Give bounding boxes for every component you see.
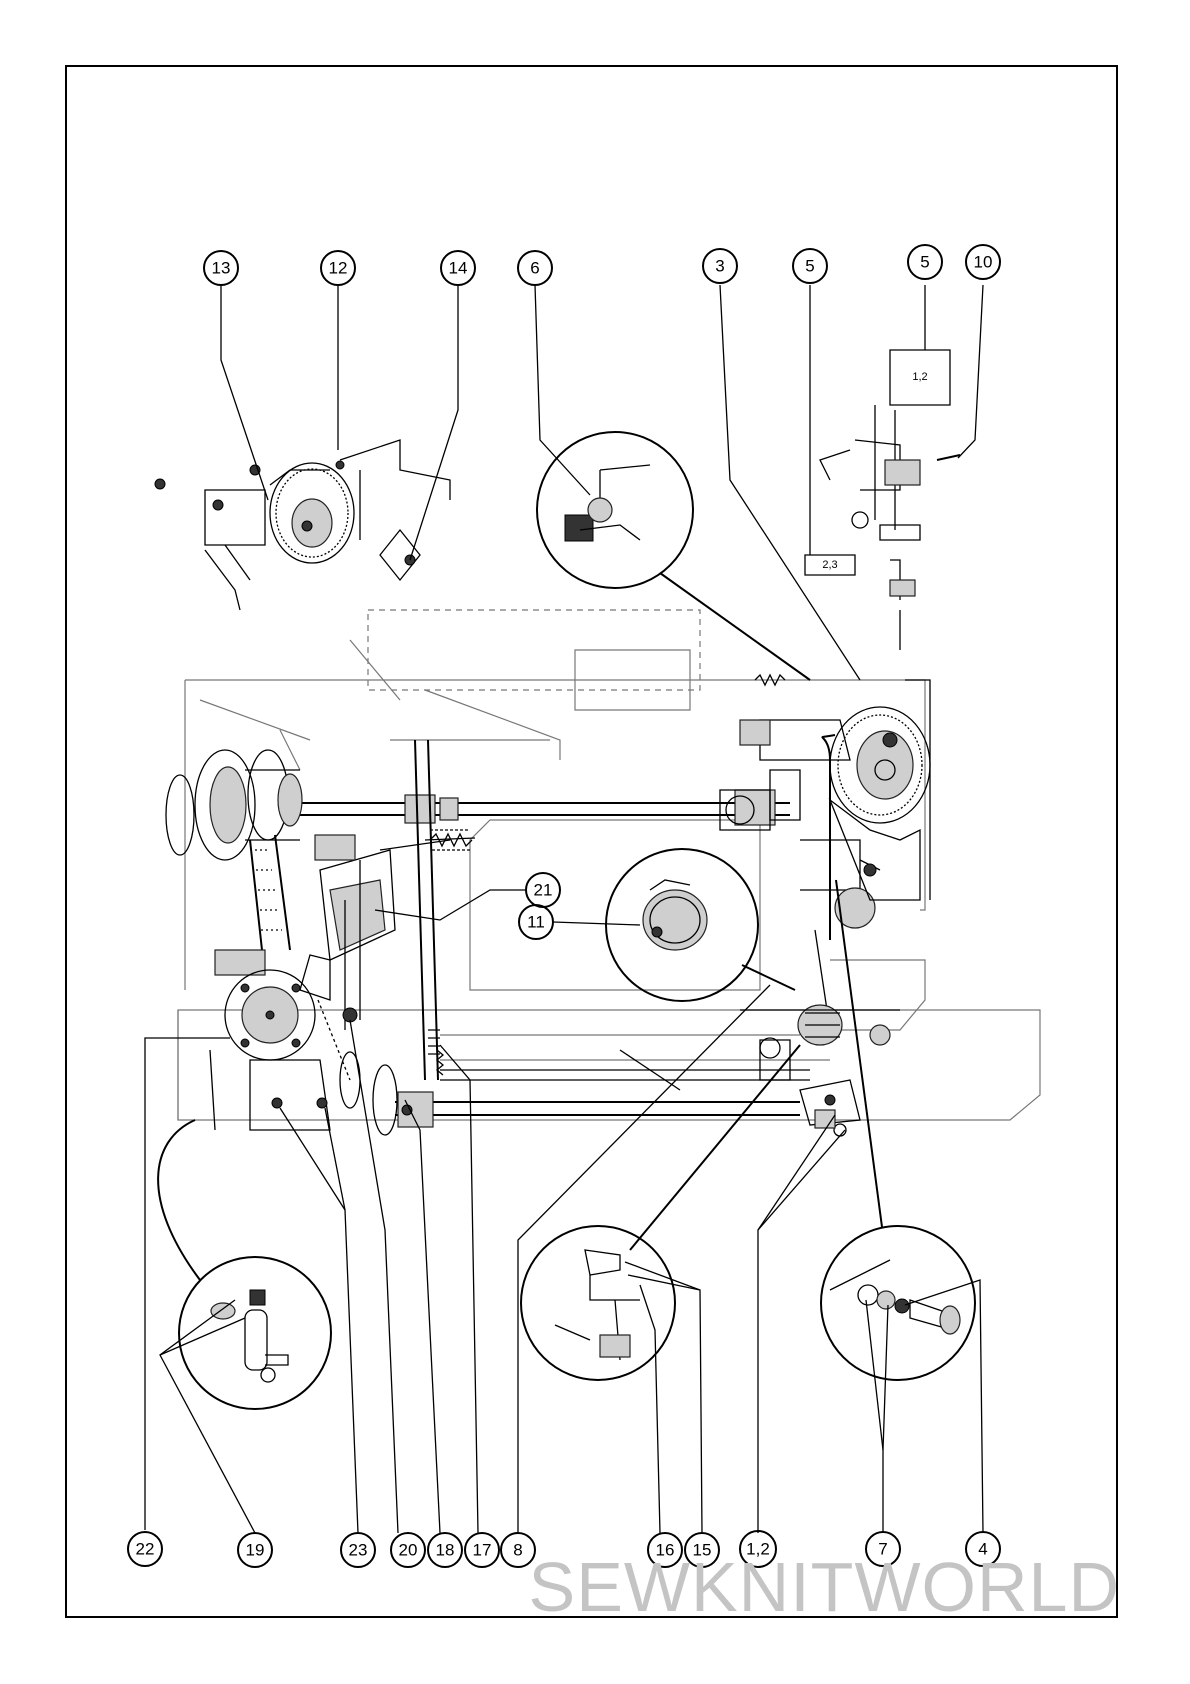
svg-text:14: 14 [449,259,468,278]
needle-bar-assembly [720,720,880,1030]
svg-text:3: 3 [715,257,724,276]
svg-text:8: 8 [513,1541,522,1560]
detail-circle-6 [537,432,693,588]
machine-bed [178,1010,1040,1120]
plate-label-top: 1,2 [912,371,927,383]
callout-11: 11 [519,905,553,939]
callout-14: 14 [441,251,475,285]
springs [430,675,785,1075]
upper-right-gear [830,680,930,900]
callout-23: 23 [341,1533,375,1567]
callout-10: 10 [966,245,1000,279]
callout-5a: 5 [793,249,827,283]
timing-belt [250,835,290,950]
svg-text:5: 5 [805,257,814,276]
svg-text:10: 10 [974,253,993,272]
handwheel-pulley [166,750,302,860]
svg-text:18: 18 [436,1541,455,1560]
callout-19: 19 [238,1533,272,1567]
svg-text:19: 19 [246,1541,265,1560]
svg-text:11: 11 [527,913,545,932]
callout-21: 21 [526,873,560,907]
detail-top-left-gearbox [155,440,450,610]
callout-22: 22 [128,1532,162,1566]
watermark: SEWKNITWORLD [529,1547,1120,1627]
svg-text:13: 13 [212,259,231,278]
zigzag-cam-assembly [315,830,475,1030]
detail-circle-7-4 [821,1226,975,1380]
vertical-rod [415,740,440,1080]
svg-text:22: 22 [136,1540,155,1559]
svg-text:21: 21 [534,881,553,900]
detail-circle-19 [179,1257,331,1409]
callout-3: 3 [703,249,737,283]
callout-18: 18 [428,1533,462,1567]
callout-13: 13 [204,251,238,285]
lower-shaft [395,1050,810,1127]
callout-6: 6 [518,251,552,285]
detail-needle-clamp-parts: 1,2 2,3 [805,350,960,650]
plate-label-bottom: 2,3 [822,559,837,571]
svg-text:20: 20 [399,1541,418,1560]
callout-12: 12 [321,251,355,285]
svg-text:5: 5 [920,253,929,272]
svg-text:6: 6 [530,259,539,278]
detail-circle-15-16 [521,1226,675,1380]
callout-17: 17 [465,1533,499,1567]
callout-5b: 5 [908,245,942,279]
lower-motor-assembly [210,950,397,1135]
callout-20: 20 [391,1533,425,1567]
svg-text:17: 17 [473,1541,492,1560]
svg-text:12: 12 [329,259,348,278]
svg-text:23: 23 [349,1541,368,1560]
